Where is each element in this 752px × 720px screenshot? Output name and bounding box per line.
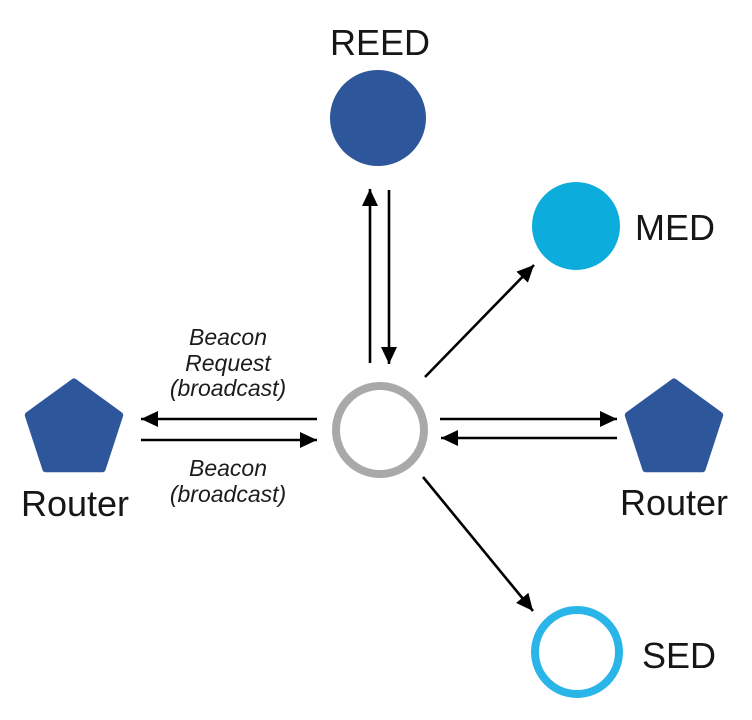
med-circle xyxy=(532,182,620,270)
beacon-annotation: Beacon (broadcast) xyxy=(170,455,286,507)
reed-circle xyxy=(330,70,426,166)
sed-circle xyxy=(531,606,623,698)
beacon-request-line2: Request xyxy=(185,350,272,376)
med-label: MED xyxy=(635,207,715,248)
node-sed: SED xyxy=(531,606,716,698)
beacon-request-line3: (broadcast) xyxy=(170,375,286,401)
router-left-pentagon xyxy=(24,378,124,473)
router-left-label: Router xyxy=(21,483,129,524)
router-right-pentagon xyxy=(624,378,724,473)
node-med: MED xyxy=(532,182,715,270)
center-joiner-circle xyxy=(332,382,428,478)
arrow-center-to-sed xyxy=(421,476,535,612)
node-reed: REED xyxy=(330,22,430,166)
beacon-request-annotation: Beacon Request (broadcast) xyxy=(170,324,286,401)
beacon-line1: Beacon xyxy=(189,455,267,481)
reed-label: REED xyxy=(330,22,430,63)
arrow-center-to-med xyxy=(424,264,535,378)
edges xyxy=(141,189,617,612)
sed-label: SED xyxy=(642,635,716,676)
router-right-label: Router xyxy=(620,482,728,523)
beacon-line2: (broadcast) xyxy=(170,481,286,507)
node-router-right: Router xyxy=(620,378,728,523)
beacon-request-line1: Beacon xyxy=(189,324,267,350)
node-router-left: Router xyxy=(21,378,129,524)
node-center-joiner xyxy=(332,382,428,478)
